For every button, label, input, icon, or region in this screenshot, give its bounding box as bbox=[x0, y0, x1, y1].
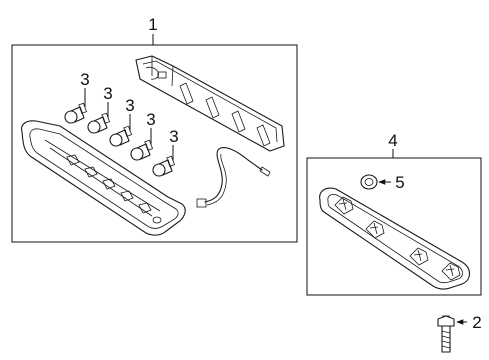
assembly-frame: 1 bbox=[11, 15, 298, 243]
callout-bulb-1: 3 bbox=[80, 70, 89, 89]
callout-bulb-3: 3 bbox=[125, 96, 134, 115]
bulb-3: 3 bbox=[109, 96, 135, 147]
callout-bulb-2: 3 bbox=[103, 84, 112, 103]
bracket-frame: 4 bbox=[306, 131, 482, 296]
callout-bulb-4: 3 bbox=[146, 110, 155, 129]
mounting-bracket bbox=[319, 187, 471, 290]
screw: 2 bbox=[437, 313, 482, 353]
callout-grommet: 5 bbox=[395, 173, 404, 192]
lamp-housing bbox=[21, 120, 186, 236]
bulb-2: 3 bbox=[87, 84, 113, 134]
callout-bracket: 4 bbox=[388, 131, 397, 150]
bulb-5: 3 bbox=[152, 127, 179, 177]
wire-harness bbox=[196, 147, 271, 208]
callout-screw: 2 bbox=[472, 313, 481, 332]
bulb-4: 3 bbox=[130, 110, 156, 161]
grommet: 5 bbox=[360, 173, 405, 192]
callout-bulb-5: 3 bbox=[169, 127, 178, 146]
callout-assembly: 1 bbox=[148, 15, 157, 34]
lamp-base bbox=[135, 55, 285, 152]
bulb-1: 3 bbox=[64, 70, 90, 124]
